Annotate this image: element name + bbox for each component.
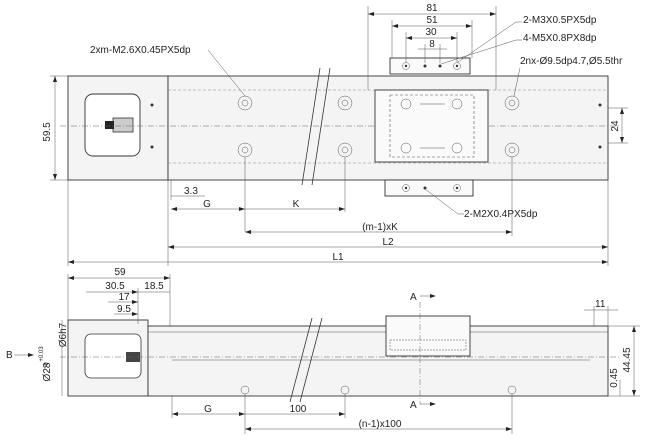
screw-hole [150, 145, 154, 149]
shaft-end [105, 121, 114, 129]
dim-100: 100 [290, 404, 307, 415]
side-rail-body [147, 325, 609, 397]
callout-mount-screws: 2xm-M2.6X0.45PX5dp [90, 45, 191, 56]
dim-17: 17 [118, 292, 130, 303]
dim-n1x100: (n-1)x100 [359, 419, 402, 430]
dim-18-5: 18.5 [144, 281, 164, 292]
carriage-bottom-plate [384, 179, 474, 197]
dim-9-5: 9.5 [117, 304, 131, 315]
callout-counterbore: 2nx-Ø9.5dp4.7,Ø5.5thr [520, 56, 623, 67]
dim-g-top: G [203, 199, 211, 210]
section-a-bottom: A [410, 400, 417, 411]
dim-6h7: Ø6h7 [58, 322, 69, 347]
dim-g-side: G [204, 404, 212, 415]
dim-11: 11 [595, 299, 606, 310]
callout-m5: 4-M5X0.8PX8dp [523, 33, 597, 44]
dim-24: 24 [610, 120, 621, 132]
dim-30-5: 30.5 [105, 281, 125, 292]
callout-m2: 2-M2X0.4PX5dp [464, 209, 538, 220]
dim-m1xk: (m-1)xK [362, 222, 398, 233]
dim-3-3: 3.3 [184, 186, 198, 197]
side-carriage [385, 315, 471, 357]
dim-8: 8 [429, 39, 435, 50]
carriage-top-plate [389, 57, 471, 75]
dim-l2: L2 [382, 237, 394, 248]
callout-m3: 2-M3X0.5PX5dp [523, 15, 597, 26]
dim-81: 81 [426, 3, 438, 14]
dim-51: 51 [426, 15, 438, 26]
screw-hole [150, 103, 154, 107]
side-coupling [126, 352, 140, 362]
dim-28: Ø28 [42, 362, 53, 381]
break-line [311, 67, 331, 186]
break-line [301, 67, 321, 186]
side-break-line [299, 317, 323, 403]
top-view: 59.5 24 81 51 30 8 2xm-M2.6X0.45PX5dp [42, 3, 628, 266]
carriage [374, 89, 489, 163]
side-view: A A B 59 30.5 18.5 17 9.5 Ø6h7 Ø28 +0.03… [6, 267, 640, 434]
dim-k: K [293, 199, 300, 210]
coupling [112, 117, 134, 133]
view-b: B [6, 350, 13, 361]
dim-44-45: 44.45 [622, 347, 633, 372]
section-a-top: A [410, 292, 417, 303]
dim-0-45: 0.45 [609, 368, 620, 388]
dim-59-5: 59.5 [42, 122, 53, 142]
tol-upper: +0.03 [39, 346, 45, 362]
dim-59: 59 [114, 267, 126, 278]
dim-30: 30 [425, 27, 437, 38]
tol-lower: 0 [44, 362, 50, 366]
dim-l1: L1 [332, 252, 344, 263]
side-break-line [289, 317, 313, 403]
